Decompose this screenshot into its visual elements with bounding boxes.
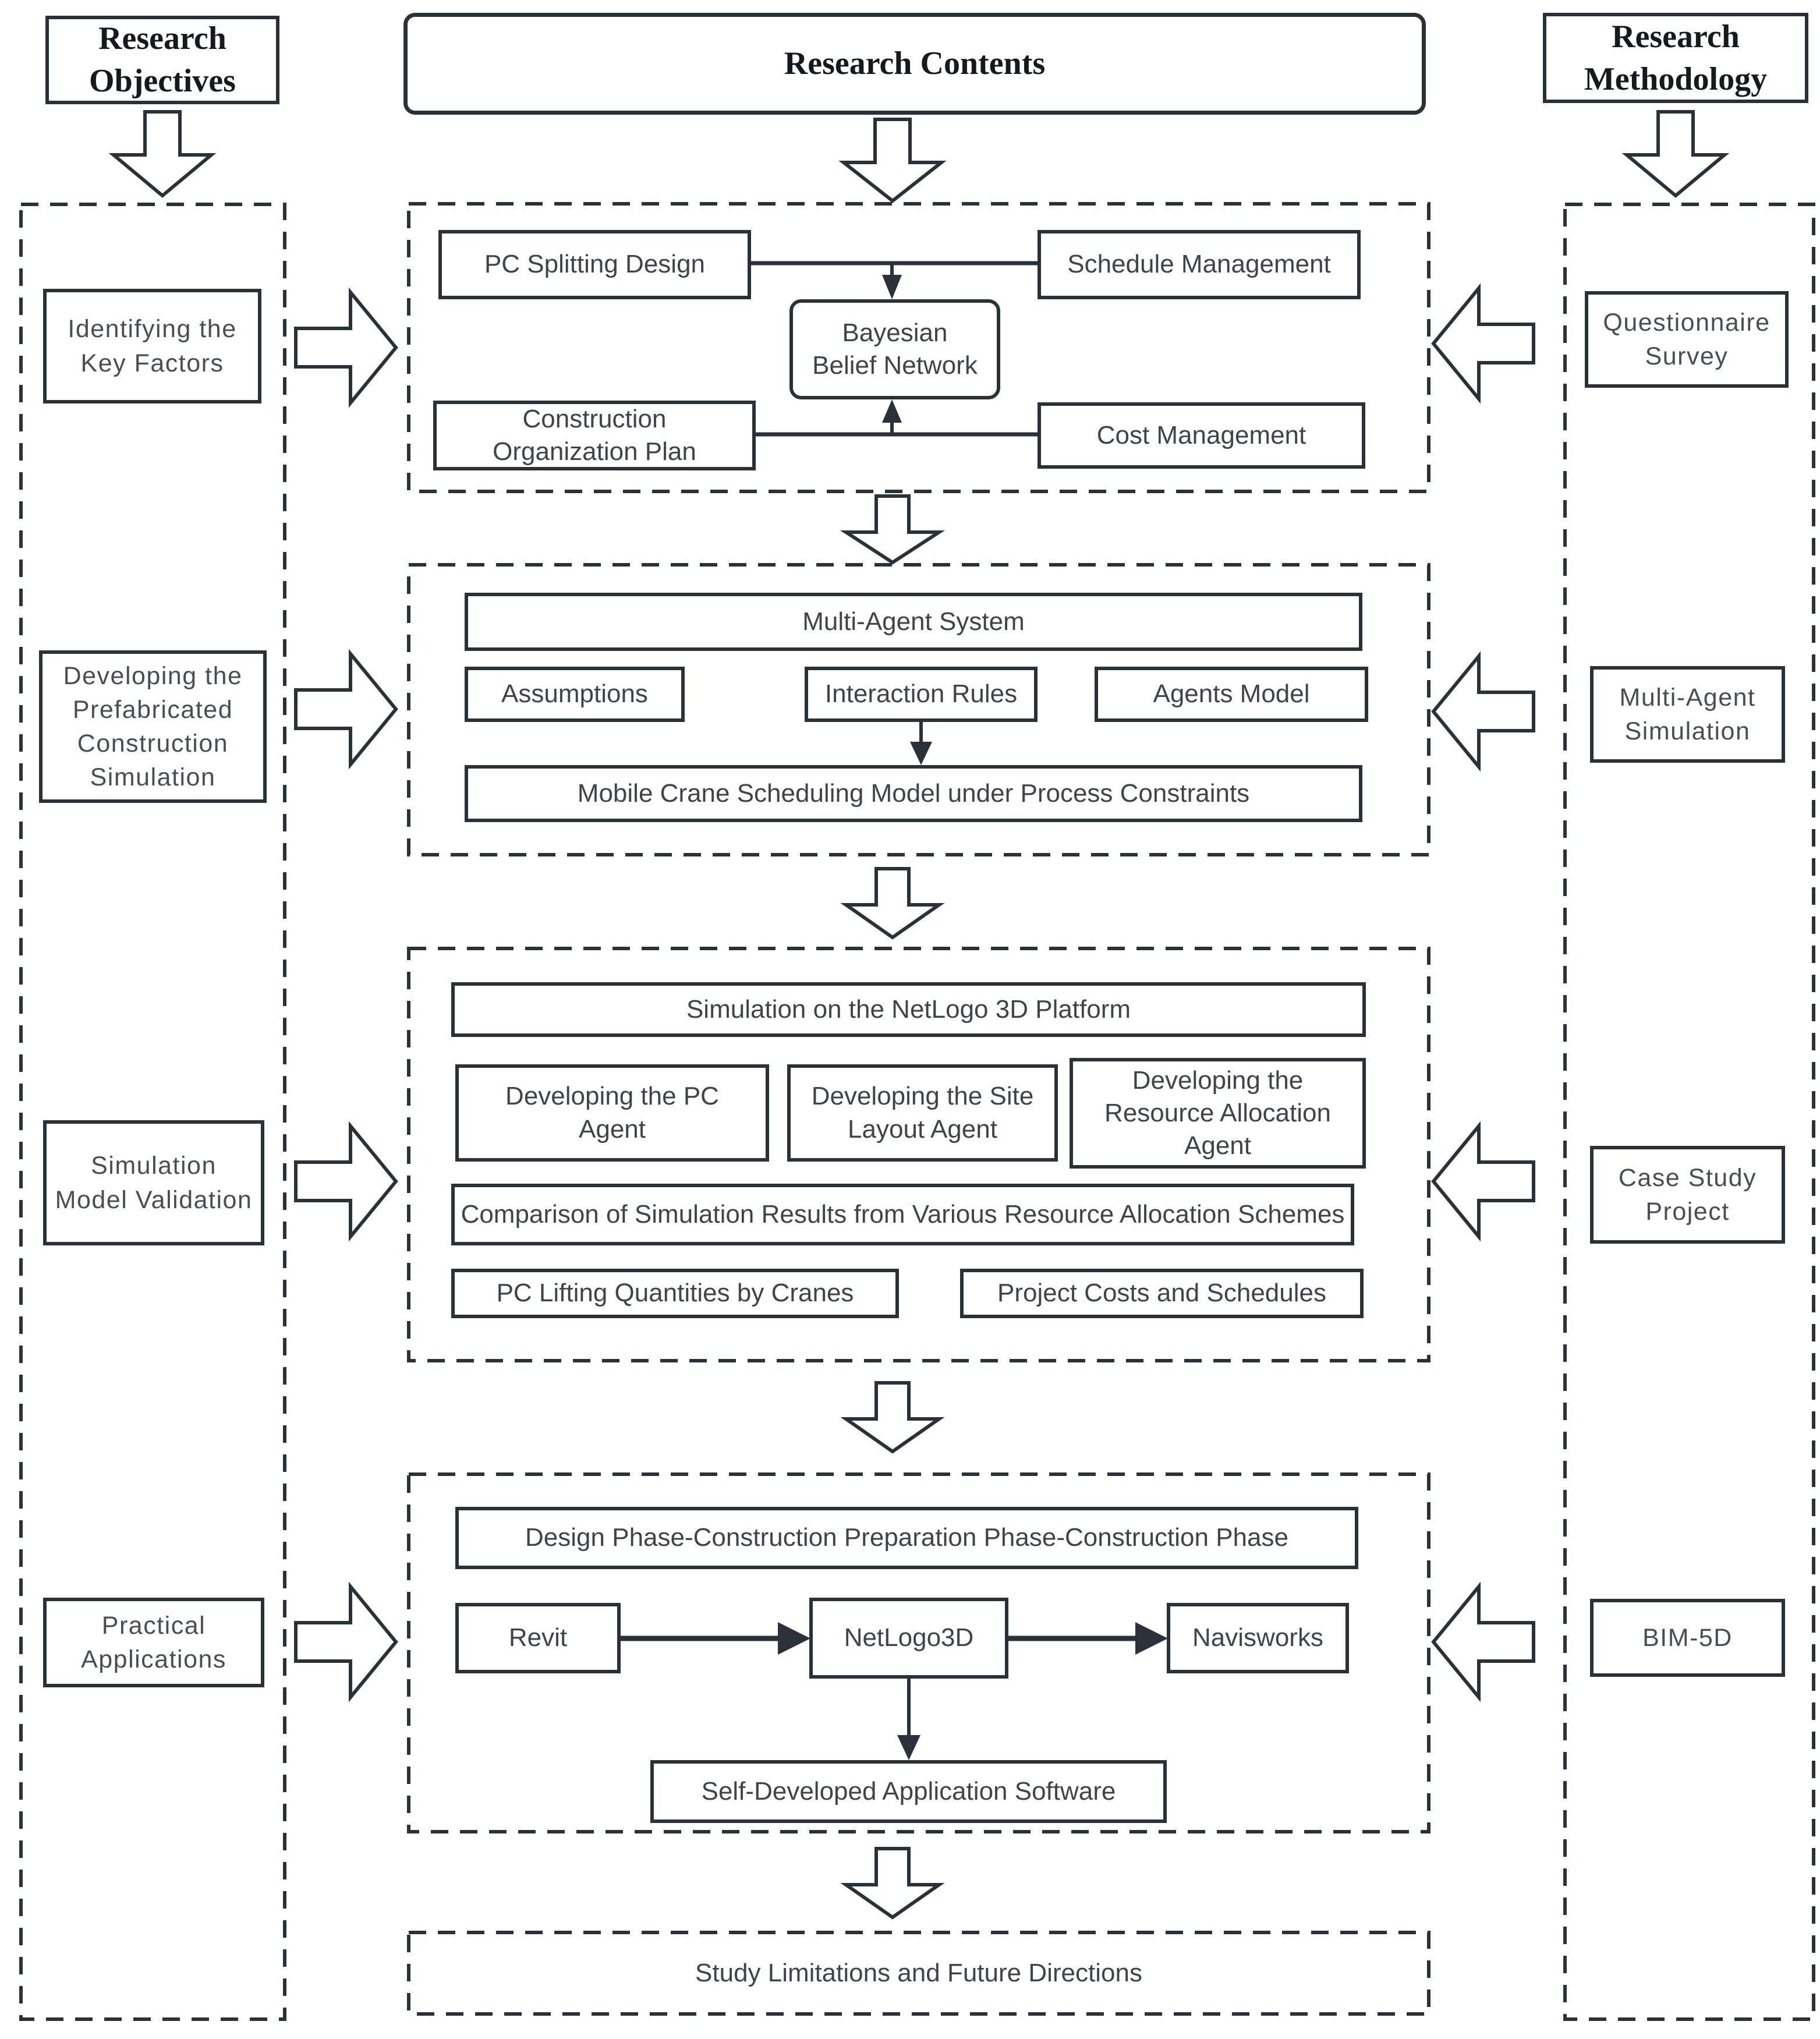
schedule-management-box: Schedule Management [1038,230,1361,299]
construction-organization-plan-box: Construction Organization Plan [433,401,756,470]
methodology-multi-agent-simulation: Multi-Agent Simulation [1590,666,1785,763]
developing-site-layout-agent-box: Developing the Site Layout Agent [787,1064,1058,1162]
down-block-arrow-section-1-2 [840,494,946,565]
interaction-rules-box: Interaction Rules [805,667,1038,722]
project-costs-schedules-box: Project Costs and Schedules [960,1269,1364,1318]
pc-splitting-design-box: PC Splitting Design [438,230,751,299]
comparison-results-box: Comparison of Simulation Results from Va… [451,1184,1354,1245]
arrowhead-netlogo [778,1622,810,1655]
factors-section-dashed-border [407,202,1430,493]
pc-lifting-quantities-box: PC Lifting Quantities by Cranes [451,1269,899,1318]
arrowhead-bayesian-top [882,275,902,299]
arrowhead-crane-model [910,742,932,765]
objective-identifying-key-factors: Identifying the Key Factors [43,289,261,403]
arrowhead-bayesian-bottom [882,399,902,423]
down-block-arrow-objectives [108,110,217,198]
agents-model-box: Agents Model [1095,667,1368,722]
down-block-arrow-contents [838,118,947,203]
mobile-crane-scheduling-model-box: Mobile Crane Scheduling Model under Proc… [465,765,1362,822]
objective-developing-simulation: Developing the Prefabricated Constructio… [39,650,267,803]
mas-section-dashed-border [407,563,1430,856]
arrowhead-software [897,1735,920,1760]
arrowhead-navisworks [1135,1622,1168,1655]
right-block-arrow-objective-2 [294,649,398,770]
multi-agent-system-box: Multi-Agent System [465,593,1362,651]
phases-box: Design Phase-Construction Preparation Ph… [455,1507,1358,1569]
methodology-questionnaire-survey: Questionnaire Survey [1585,291,1789,388]
right-block-arrow-objective-3 [294,1121,398,1242]
methodology-bim-5d: BIM-5D [1590,1599,1785,1677]
study-limitations-label: Study Limitations and Future Directions [695,1959,1142,1987]
assumptions-box: Assumptions [465,667,685,722]
developing-resource-allocation-agent-box: Developing the Resource Allocation Agent [1070,1058,1366,1169]
objective-practical-applications: Practical Applications [43,1598,264,1687]
down-block-arrow-methodology [1621,110,1730,198]
left-block-arrow-methodology-3 [1431,1121,1535,1242]
left-block-arrow-methodology-2 [1431,651,1535,772]
objectives-column-dashed-border [19,203,286,2021]
developing-pc-agent-box: Developing the PC Agent [455,1064,769,1162]
application-section-dashed-border [407,1472,1430,1833]
revit-box: Revit [455,1603,621,1673]
right-block-arrow-objective-4 [294,1581,398,1702]
simulation-section-dashed-border [407,947,1430,1362]
methodology-case-study-project: Case Study Project [1590,1146,1785,1244]
contents-header: Research Contents [403,13,1426,115]
netlogo-platform-box: Simulation on the NetLogo 3D Platform [451,982,1366,1037]
left-block-arrow-methodology-1 [1431,283,1535,404]
limitations-dashed-border [407,1931,1430,2016]
down-block-arrow-section-3-4 [840,1381,945,1454]
bayesian-belief-network-box: Bayesian Belief Network [789,299,1000,399]
left-block-arrow-methodology-4 [1431,1581,1535,1702]
methodology-column-dashed-border [1563,203,1815,2021]
objectives-header: Research Objectives [45,16,279,104]
objective-simulation-model-validation: Simulation Model Validation [43,1120,264,1245]
right-block-arrow-objective-1 [294,287,398,408]
navisworks-box: Navisworks [1167,1603,1349,1673]
self-developed-software-box: Self-Developed Application Software [650,1760,1167,1823]
netlogo3d-box: NetLogo3D [809,1598,1008,1679]
methodology-header: Research Methodology [1543,13,1808,103]
down-block-arrow-section-4-5 [840,1847,945,1920]
down-block-arrow-section-2-3 [840,867,945,940]
cost-management-box: Cost Management [1038,402,1365,469]
